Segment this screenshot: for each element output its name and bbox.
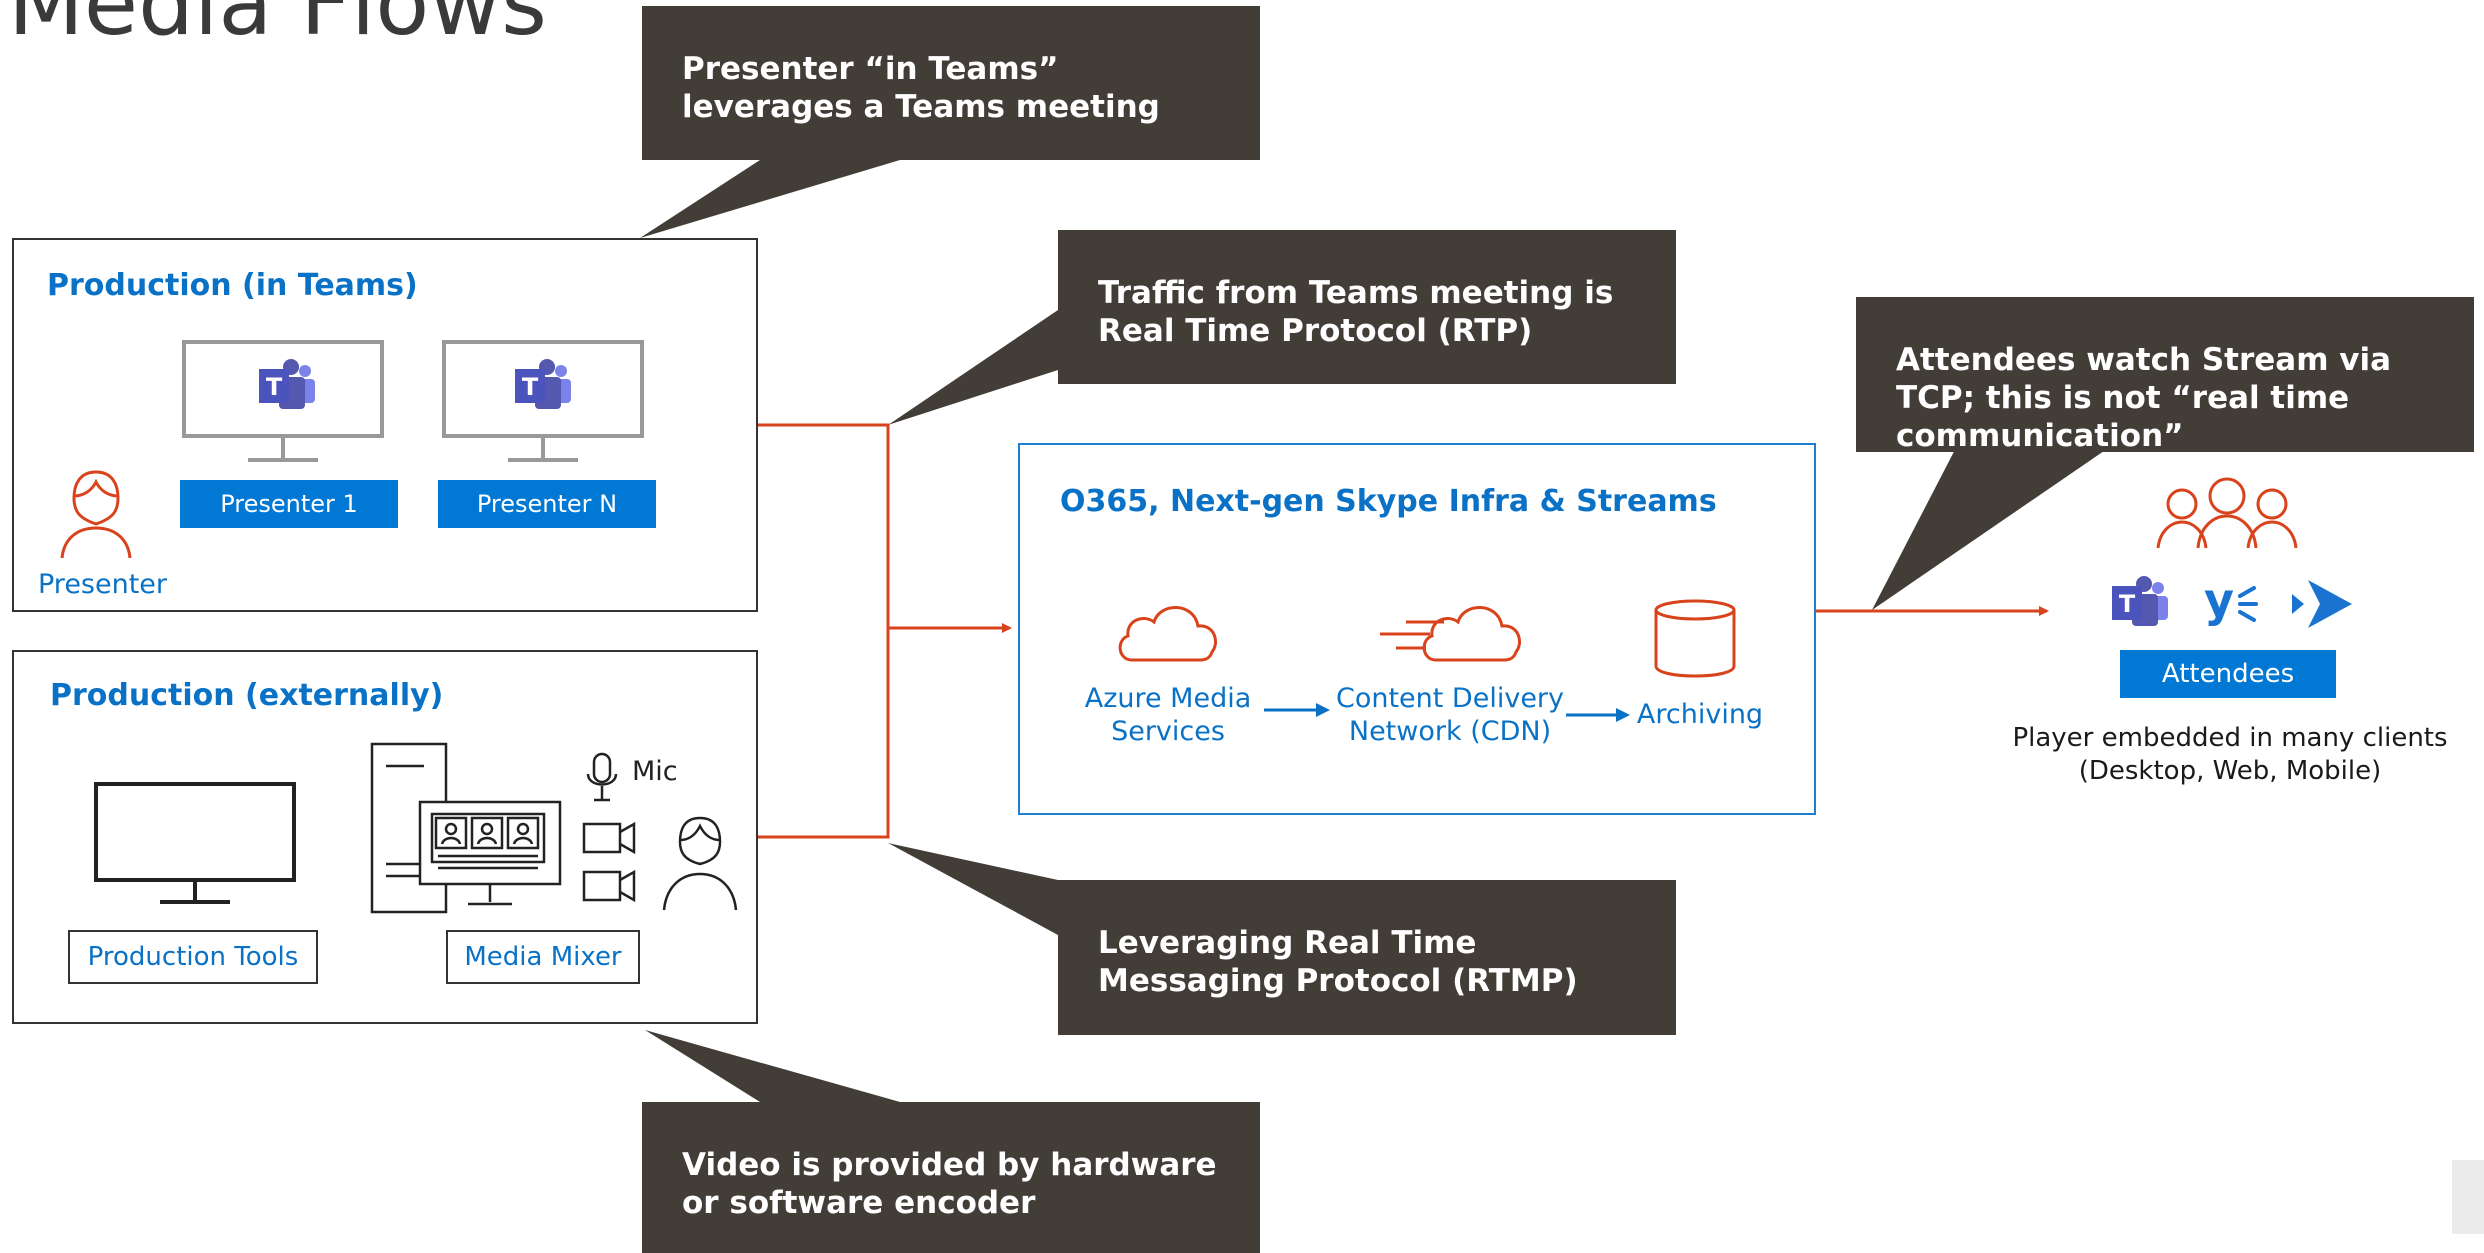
o365-infra-panel xyxy=(1018,443,1816,815)
microphone-icon xyxy=(586,752,618,802)
archiving-label: Archiving xyxy=(1636,699,1764,730)
callout-tail-tcp xyxy=(1872,440,2120,610)
azure-media-line1: Azure Media xyxy=(1084,683,1252,714)
cloud-icon xyxy=(1118,606,1217,662)
azure-media-label: Azure Media Services xyxy=(1070,682,1266,748)
attendees-caption-line1: Player embedded in many clients xyxy=(2012,723,2448,753)
database-icon xyxy=(1654,599,1736,678)
cdn-line2: Network (CDN) xyxy=(1348,716,1552,747)
teams-logo-icon: T xyxy=(259,359,315,409)
teams-logo-icon: T xyxy=(2112,576,2168,626)
callout-tail-encoder xyxy=(645,1030,900,1102)
cdn-cloud-icon xyxy=(1380,606,1521,662)
callout-tail-presenter xyxy=(640,160,900,238)
svg-text:T: T xyxy=(266,373,283,401)
group-icon xyxy=(2156,477,2298,549)
camera-icon xyxy=(582,821,636,855)
production-tools-label: Production Tools xyxy=(68,930,318,984)
arrow-azure-to-cdn xyxy=(1264,703,1330,717)
callout-encoder: Video is provided by hardware or softwar… xyxy=(642,1102,1260,1253)
callout-tcp: Attendees watch Stream via TCP; this is … xyxy=(1856,297,2474,454)
media-mixer-illustration xyxy=(370,742,738,914)
camera-icon xyxy=(582,869,636,903)
monitor-icon xyxy=(94,782,296,904)
presenter-1-label: Presenter 1 xyxy=(180,480,398,528)
callout-rtp: Traffic from Teams meeting is Real Time … xyxy=(1058,230,1676,384)
o365-infra-title: O365, Next-gen Skype Infra & Streams xyxy=(1060,484,1717,519)
teams-logo-icon: T xyxy=(515,359,571,409)
svg-text:T: T xyxy=(2119,590,2136,618)
yammer-icon: y xyxy=(2204,574,2258,627)
azure-media-line2: Services xyxy=(1111,716,1225,747)
svg-text:y: y xyxy=(2204,574,2234,627)
callout-rtmp: Leveraging Real Time Messaging Protocol … xyxy=(1058,880,1676,1035)
orange-flow-lines xyxy=(758,423,2049,839)
callout-tail-rtp xyxy=(888,310,1058,425)
callout-tail-rtmp xyxy=(888,843,1058,935)
media-mixer-label: Media Mixer xyxy=(446,930,640,984)
page-title: Media Flows xyxy=(8,0,547,55)
production-externally-title: Production (externally) xyxy=(50,678,444,713)
person-icon xyxy=(60,470,132,559)
attendees-label: Attendees xyxy=(2120,650,2336,698)
presenter-n-label: Presenter N xyxy=(438,480,656,528)
cdn-line1: Content Delivery xyxy=(1335,683,1565,714)
person-icon xyxy=(662,816,738,911)
cdn-label: Content Delivery Network (CDN) xyxy=(1330,682,1570,748)
corner-scroll-tab xyxy=(2452,1160,2484,1234)
arrow-cdn-to-archiving xyxy=(1566,708,1630,722)
attendees-caption-line2: (Desktop, Web, Mobile) xyxy=(2078,756,2382,786)
presenter-label: Presenter xyxy=(38,569,168,600)
callout-presenter-in-teams: Presenter “in Teams” leverages a Teams m… xyxy=(642,6,1260,160)
svg-text:T: T xyxy=(522,373,539,401)
stream-icon xyxy=(2292,580,2352,628)
production-in-teams-title: Production (in Teams) xyxy=(47,268,418,303)
attendees-caption: Player embedded in many clients (Desktop… xyxy=(2010,722,2450,788)
mic-label: Mic xyxy=(632,756,678,787)
